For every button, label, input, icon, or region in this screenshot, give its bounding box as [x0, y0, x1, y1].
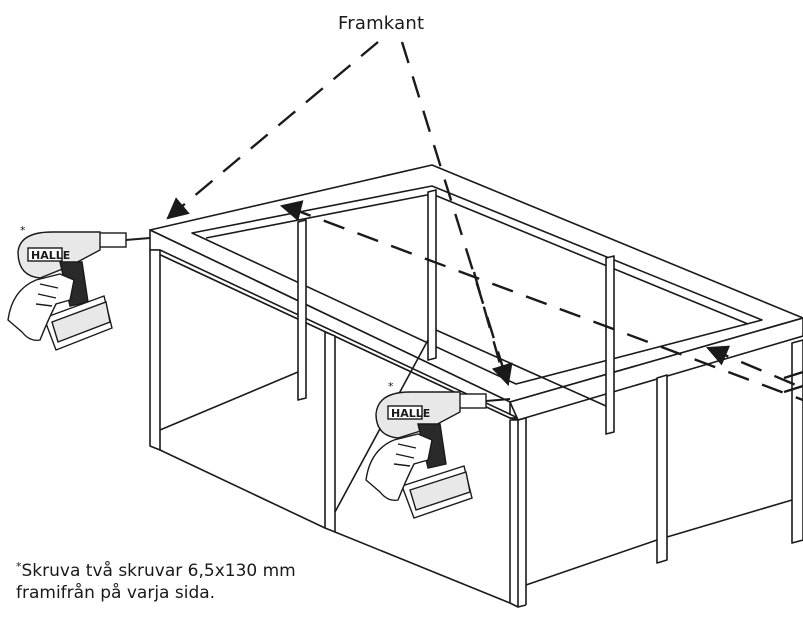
post-front-left: [149, 249, 161, 451]
drill-icon: HALLE: [17, 231, 151, 351]
post-front-corner: [509, 417, 527, 608]
drill-icon: HALLE: [375, 391, 511, 519]
footnote-line2: framifrån på varja sida.: [16, 583, 216, 603]
guide-lines: [166, 41, 803, 402]
hand-icon: [365, 433, 433, 502]
frame-structure: [149, 164, 803, 608]
post-front-right-mid: [656, 374, 668, 564]
right-beam: [509, 317, 803, 421]
post-mid-left: [324, 331, 336, 533]
hand-icon: [7, 273, 75, 342]
drill-brand-label: HALLE: [391, 407, 430, 420]
footnote: *Skruva två skruvar 6,5x130 mm framifrån…: [16, 556, 296, 604]
front-edge-label: Framkant: [338, 13, 425, 34]
footnote-line1: Skruva två skruvar 6,5x130 mm: [21, 561, 296, 581]
drill-brand-label: HALLE: [31, 249, 70, 262]
footnote-asterisk: *: [16, 560, 22, 573]
asterisk-mark: *: [388, 380, 394, 393]
post-far-right: [791, 339, 803, 544]
asterisk-mark: *: [20, 224, 26, 237]
